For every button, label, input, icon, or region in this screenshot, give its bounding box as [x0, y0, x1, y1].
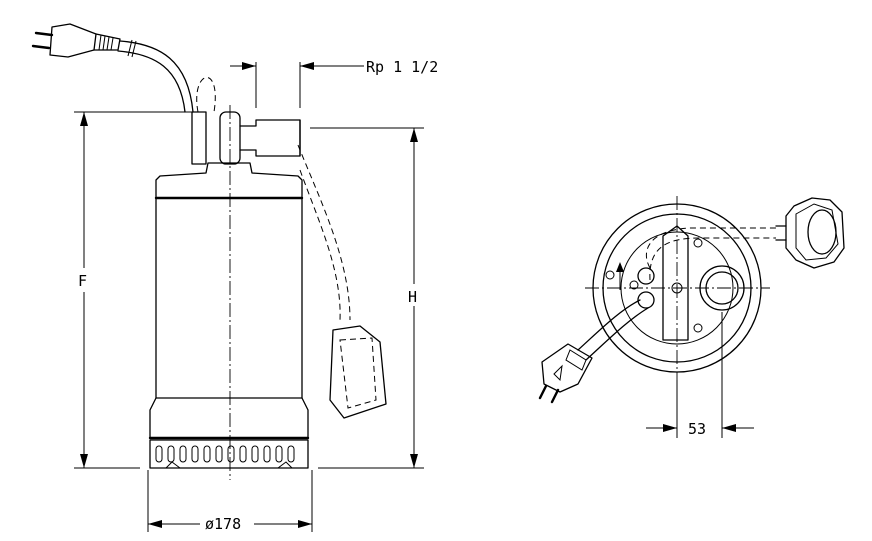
pump-side-view: [31, 23, 387, 480]
float-switch: [329, 325, 387, 419]
plug-top: [538, 343, 593, 404]
connection-label: Rp 1 1/2: [366, 58, 438, 76]
motor-head: [155, 162, 303, 199]
dimension-lines-side: [74, 62, 424, 532]
motor-housing: [155, 197, 303, 399]
pump-top-view: [538, 196, 845, 432]
pump-housing: [149, 397, 309, 439]
height-f-label: F: [78, 272, 87, 290]
offset-label: 53: [688, 420, 706, 438]
height-h-label: H: [408, 288, 417, 306]
cable-gland: [191, 111, 207, 165]
plug-side: [31, 23, 121, 58]
power-cable: [117, 39, 194, 113]
suction-strainer: [149, 439, 309, 469]
dimension-lines-top: [646, 312, 754, 438]
float-switch-top: [775, 197, 845, 269]
carry-handle: [662, 225, 689, 341]
discharge-outlet: [239, 119, 301, 157]
diameter-label: ø178: [205, 515, 241, 533]
